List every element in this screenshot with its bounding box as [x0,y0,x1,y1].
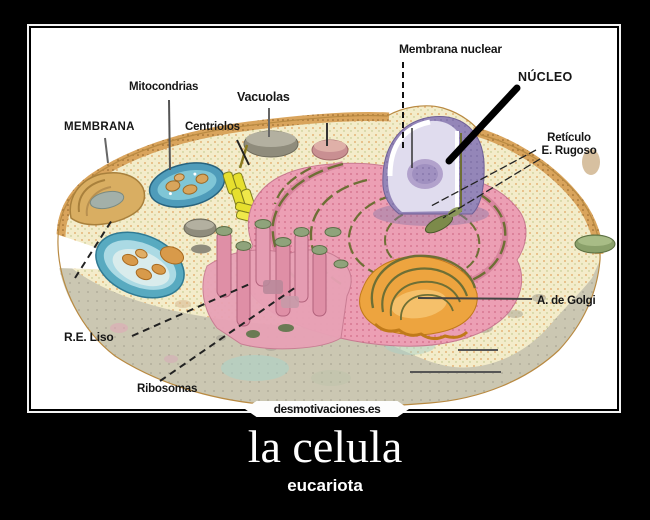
mitochondrion-top-shape [148,162,226,208]
cell-outline [57,105,601,408]
cell-illustration [53,62,616,408]
label-membrana-nuclear: Membrana nuclear [399,42,502,56]
label-membrana: MEMBRANA [64,121,135,133]
label-vacuolas: Vacuolas [237,90,290,104]
label-reticulo-line1: Retículo [547,132,591,144]
er-tubes-shape [202,219,352,350]
centriolos-pointer-line [236,139,250,166]
watermark-text: desmotivaciones.es [273,402,381,416]
label-reticulo-line2: E. Rugoso [541,145,597,157]
re-liso-pointer-line-b [131,282,253,337]
label-ribosomas: Ribosomas [137,383,198,395]
meme-title: la celula [247,421,403,472]
label-nucleo: NÚCLEO [518,70,573,84]
golgi-shape [359,254,478,341]
pointer-lines [74,62,541,382]
golgi-pointer-line [417,297,533,300]
label-reticulo-rugoso: Retículo E. Rugoso [536,132,602,158]
label-re-liso: R.E. Liso [64,330,114,344]
nucleus-shape [373,115,489,234]
mitocondrias-pointer-line [168,99,171,171]
ribosomas-pointer-line [159,286,297,382]
watermark-ribbon: desmotivaciones.es [245,401,409,417]
membrana-pointer-line [104,137,109,164]
cell-diagram-image: MEMBRANA Mitocondrias Vacuolas Centriolo… [31,28,617,409]
label-golgi: A. de Golgi [537,295,596,307]
nucleo-arrow [445,84,521,165]
mitochondrion-bottom-shape [95,231,185,299]
label-centriolos: Centriolos [185,121,240,133]
reticulo-pointer-line-2 [442,158,541,219]
membrane-folds-shape [69,172,146,226]
vacuole-shapes [183,130,616,254]
label-mitocondrias: Mitocondrias [129,81,199,93]
reticulo-pointer-line-1 [430,149,537,207]
meme-subtitle: eucariota [287,476,363,495]
